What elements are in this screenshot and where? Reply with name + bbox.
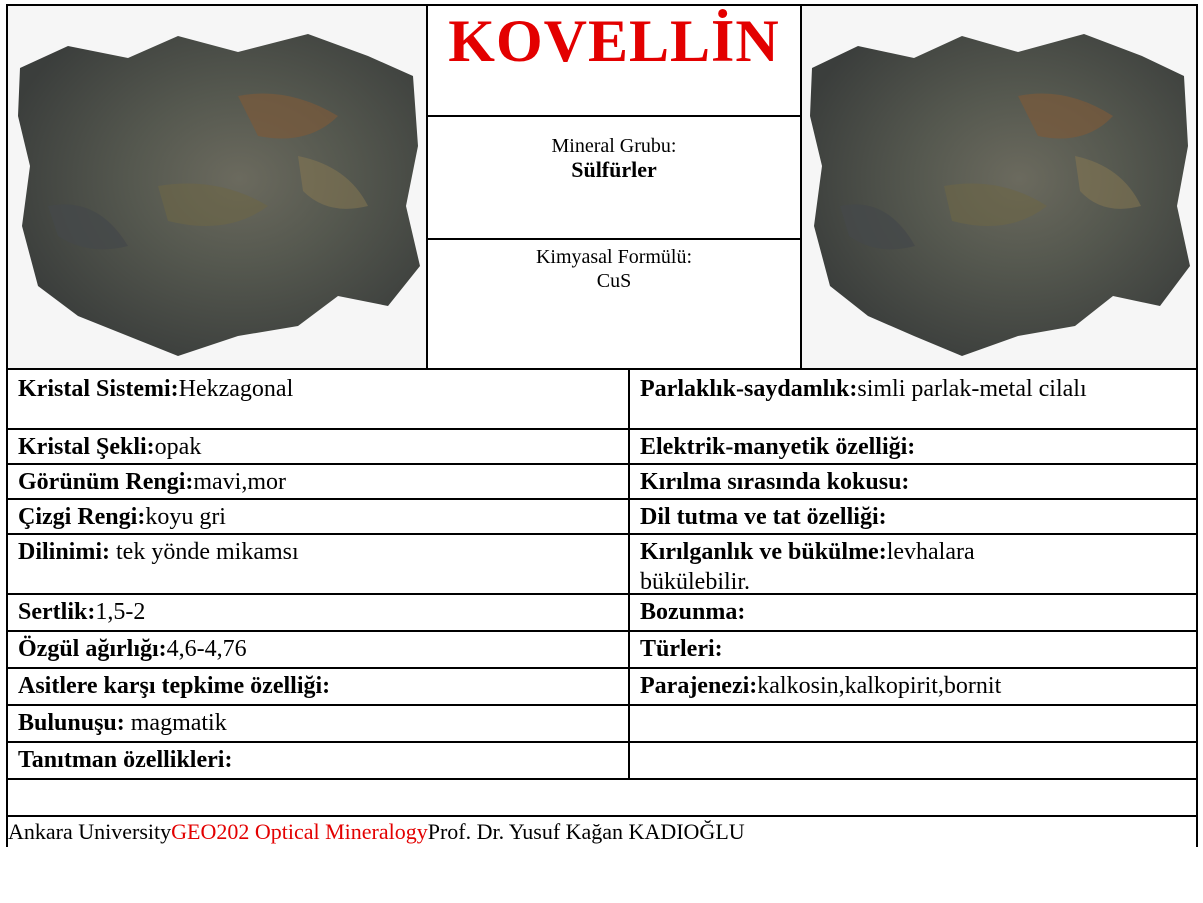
mineral-title: KOVELLİN (448, 8, 780, 74)
rock-image-right (802, 6, 1196, 368)
property-occurrence: Bulunuşu: magmatik (18, 710, 227, 736)
row-line (6, 704, 1198, 706)
property-tenacity: Kırılganlık ve bükülme:levhalara büküleb… (640, 539, 975, 595)
mineral-group-label: Mineral Grubu: (551, 135, 677, 157)
mineral-photo-right (802, 6, 1196, 368)
property-appearance-color: Görünüm Rengi:mavi,mor (18, 469, 287, 495)
row-line (6, 741, 1198, 743)
property-acid-reaction: Asitlere karşı tepkime özelliği: (18, 673, 331, 699)
property-tongue-taste: Dil tutma ve tat özelliği: (640, 504, 887, 530)
row-line (6, 498, 1198, 500)
header-divider-left (426, 4, 428, 370)
property-alteration: Bozunma: (640, 599, 746, 625)
property-cleavage: Dilinimi: tek yönde mikamsı (18, 539, 299, 565)
property-hardness: Sertlik:1,5-2 (18, 599, 146, 625)
mineral-photo-left (8, 6, 426, 368)
row-line (6, 533, 1198, 535)
property-crystal-shape: Kristal Şekli:opak (18, 434, 202, 460)
property-paragenesis: Parajenezi:kalkosin,kalkopirit,bornit (640, 673, 1002, 699)
row-line (6, 428, 1198, 430)
header-bottom-line (6, 368, 1198, 370)
mineral-card-frame (6, 4, 1198, 847)
property-specific-gravity: Özgül ağırlığı:4,6-4,76 (18, 636, 247, 662)
row-line (6, 463, 1198, 465)
property-varieties: Türleri: (640, 636, 723, 662)
properties-column-divider (628, 368, 630, 778)
footer-university: Ankara University (8, 819, 172, 844)
rock-image-left (8, 6, 426, 368)
footer-credit: Ankara UniversityGEO202 Optical Mineralo… (8, 819, 745, 845)
row-line (6, 667, 1198, 669)
property-streak-color: Çizgi Rengi:koyu gri (18, 504, 226, 530)
row-line (6, 593, 1198, 595)
property-luster-transparency: Parlaklık-saydamlık:simli parlak-metal c… (640, 376, 1087, 402)
footer-author: Prof. Dr. Yusuf Kağan KADIOĞLU (427, 819, 745, 844)
mineral-group-value: Sülfürler (571, 157, 657, 182)
property-electric-magnetic: Elektrik-manyetik özelliği: (640, 434, 916, 460)
chemical-formula-label: Kimyasal Formülü: (535, 246, 693, 268)
chemical-formula-value: CuS (596, 270, 632, 292)
row-line (6, 630, 1198, 632)
header-divider-right (800, 4, 802, 370)
header-row-line-2 (428, 238, 800, 240)
header-row-line-1 (428, 115, 800, 117)
property-diagnostic-features: Tanıtman özellikleri: (18, 747, 233, 773)
property-crystal-system: Kristal Sistemi:Hekzagonal (18, 376, 294, 402)
row-line (6, 815, 1198, 817)
row-line (6, 778, 1198, 780)
property-odor-on-fracture: Kırılma sırasında kokusu: (640, 469, 910, 495)
footer-course: GEO202 Optical Mineralogy (171, 819, 428, 844)
